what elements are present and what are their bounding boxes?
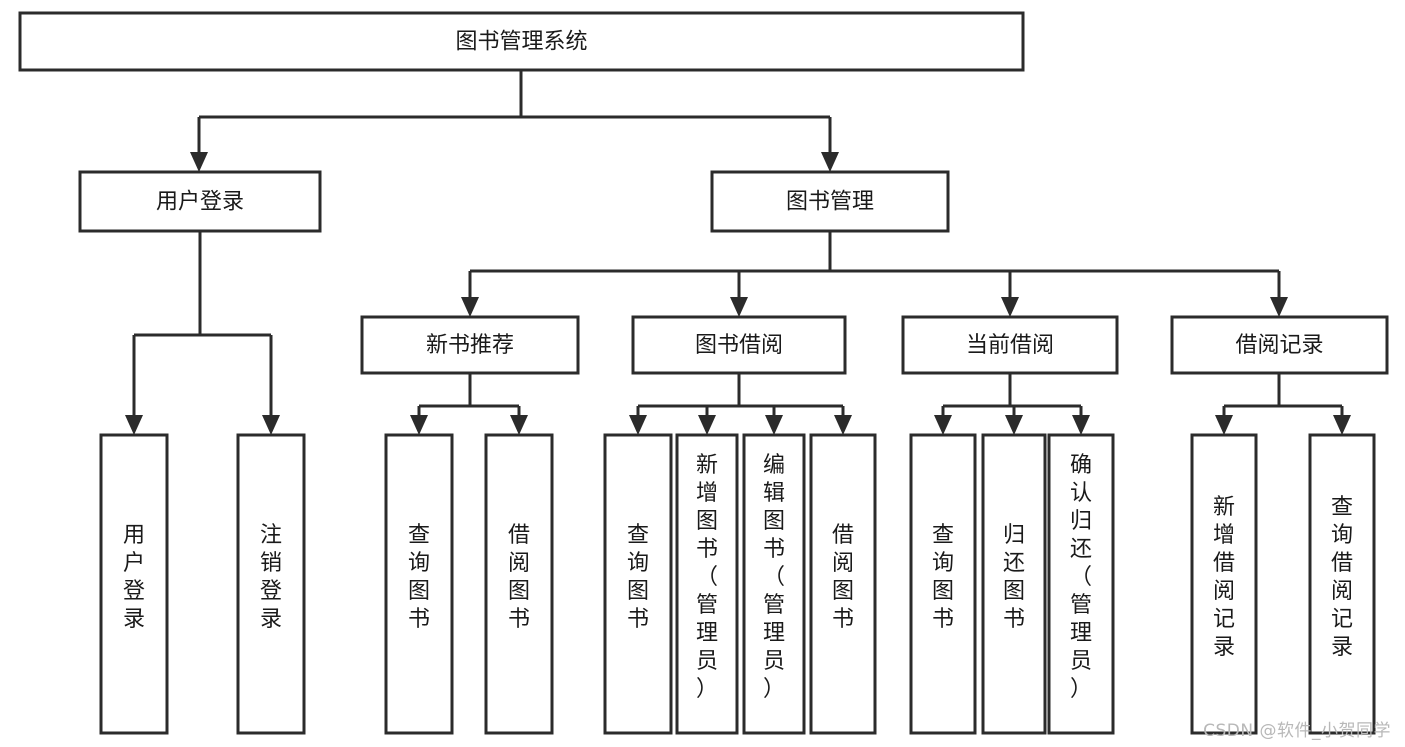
node-layer: 图书管理系统用户登录图书管理新书推荐图书借阅当前借阅借阅记录用户登录注销登录查询… (18, 11, 1389, 735)
leaf-confirm-return-admin-box[interactable] (1047, 433, 1115, 735)
node-root-book-system-box[interactable] (18, 11, 1025, 72)
leaf-query-book-borrow-box[interactable] (603, 433, 673, 735)
node-book-management-label: 图书管理 (786, 190, 874, 215)
node-root-book-system-label: 图书管理系统 (455, 30, 587, 55)
leaf-borrow-book-recommend-label: 借阅图书 (508, 523, 530, 632)
leaf-query-book-current-label: 查询图书 (932, 523, 954, 632)
leaf-borrow-book-recommend-box[interactable] (484, 433, 554, 735)
leaf-edit-book-admin-box[interactable] (742, 433, 806, 735)
arrow-head-icon (125, 415, 143, 435)
node-borrow-record-label: 借阅记录 (1235, 333, 1323, 358)
leaf-query-book-borrow[interactable]: 查询图书 (603, 433, 673, 735)
arrow-head-icon (1005, 415, 1023, 435)
node-user-login-label: 用户登录 (156, 190, 244, 215)
arrow-head-icon (1072, 415, 1090, 435)
node-new-book-recommend[interactable]: 新书推荐 (360, 315, 580, 375)
leaf-query-borrow-record-label: 查询借阅记录 (1331, 495, 1353, 660)
leaf-query-book-current[interactable]: 查询图书 (909, 433, 977, 735)
leaf-query-borrow-record[interactable]: 查询借阅记录 (1308, 433, 1376, 735)
arrow-head-icon (461, 297, 479, 317)
leaf-query-book-recommend-label: 查询图书 (408, 523, 430, 632)
node-book-borrow[interactable]: 图书借阅 (631, 315, 847, 375)
leaf-confirm-return-admin-label: 确认归还（管理员） (1070, 453, 1092, 702)
arrow-head-icon (934, 415, 952, 435)
node-user-login[interactable]: 用户登录 (78, 170, 322, 233)
leaf-add-borrow-record-box[interactable] (1190, 433, 1258, 735)
leaf-add-borrow-record[interactable]: 新增借阅记录 (1190, 433, 1258, 735)
leaf-borrow-book-recommend[interactable]: 借阅图书 (484, 433, 554, 735)
leaf-user-login[interactable]: 用户登录 (99, 433, 169, 735)
node-current-borrow[interactable]: 当前借阅 (901, 315, 1119, 375)
node-current-borrow-label: 当前借阅 (966, 333, 1054, 358)
leaf-confirm-return-admin[interactable]: 确认归还（管理员） (1047, 433, 1115, 735)
arrow-head-icon (629, 415, 647, 435)
leaf-return-book-box[interactable] (981, 433, 1047, 735)
arrow-head-icon (510, 415, 528, 435)
node-root-book-system[interactable]: 图书管理系统 (18, 11, 1025, 72)
arrow-head-icon (765, 415, 783, 435)
leaf-query-book-current-box[interactable] (909, 433, 977, 735)
leaf-logout-login[interactable]: 注销登录 (236, 433, 306, 735)
leaf-borrow-book[interactable]: 借阅图书 (809, 433, 877, 735)
node-user-login-box[interactable] (78, 170, 322, 233)
node-new-book-recommend-box[interactable] (360, 315, 580, 375)
arrow-head-icon (834, 415, 852, 435)
leaf-query-book-recommend[interactable]: 查询图书 (384, 433, 454, 735)
leaf-logout-login-box[interactable] (236, 433, 306, 735)
node-borrow-record-box[interactable] (1170, 315, 1389, 375)
arrow-head-icon (821, 152, 839, 172)
leaf-return-book-label: 归还图书 (1003, 523, 1025, 632)
leaf-return-book[interactable]: 归还图书 (981, 433, 1047, 735)
leaf-logout-login-label: 注销登录 (260, 523, 282, 632)
node-book-borrow-label: 图书借阅 (695, 333, 783, 358)
arrow-head-icon (1270, 297, 1288, 317)
leaf-user-login-label: 用户登录 (123, 523, 145, 632)
leaf-add-borrow-record-label: 新增借阅记录 (1213, 495, 1235, 660)
node-borrow-record[interactable]: 借阅记录 (1170, 315, 1389, 375)
node-new-book-recommend-label: 新书推荐 (426, 333, 514, 358)
leaf-edit-book-admin-label: 编辑图书（管理员） (763, 453, 785, 702)
leaf-query-book-borrow-label: 查询图书 (627, 523, 649, 632)
arrow-head-icon (698, 415, 716, 435)
connector-layer (125, 70, 1351, 435)
leaf-borrow-book-box[interactable] (809, 433, 877, 735)
arrow-head-icon (190, 152, 208, 172)
leaf-add-book-admin[interactable]: 新增图书（管理员） (675, 433, 739, 735)
leaf-edit-book-admin[interactable]: 编辑图书（管理员） (742, 433, 806, 735)
arrow-head-icon (1333, 415, 1351, 435)
arrow-head-icon (262, 415, 280, 435)
leaf-query-book-recommend-box[interactable] (384, 433, 454, 735)
leaf-borrow-book-label: 借阅图书 (832, 523, 854, 632)
leaf-user-login-box[interactable] (99, 433, 169, 735)
arrow-head-icon (730, 297, 748, 317)
arrow-head-icon (1215, 415, 1233, 435)
arrow-head-icon (1001, 297, 1019, 317)
node-book-management-box[interactable] (710, 170, 950, 233)
watermark-label: CSDN @软件_小贺同学 (1203, 721, 1391, 741)
arrow-head-icon (410, 415, 428, 435)
node-book-management[interactable]: 图书管理 (710, 170, 950, 233)
node-book-borrow-box[interactable] (631, 315, 847, 375)
leaf-add-book-admin-label: 新增图书（管理员） (696, 453, 718, 702)
leaf-add-book-admin-box[interactable] (675, 433, 739, 735)
leaf-query-borrow-record-box[interactable] (1308, 433, 1376, 735)
node-current-borrow-box[interactable] (901, 315, 1119, 375)
